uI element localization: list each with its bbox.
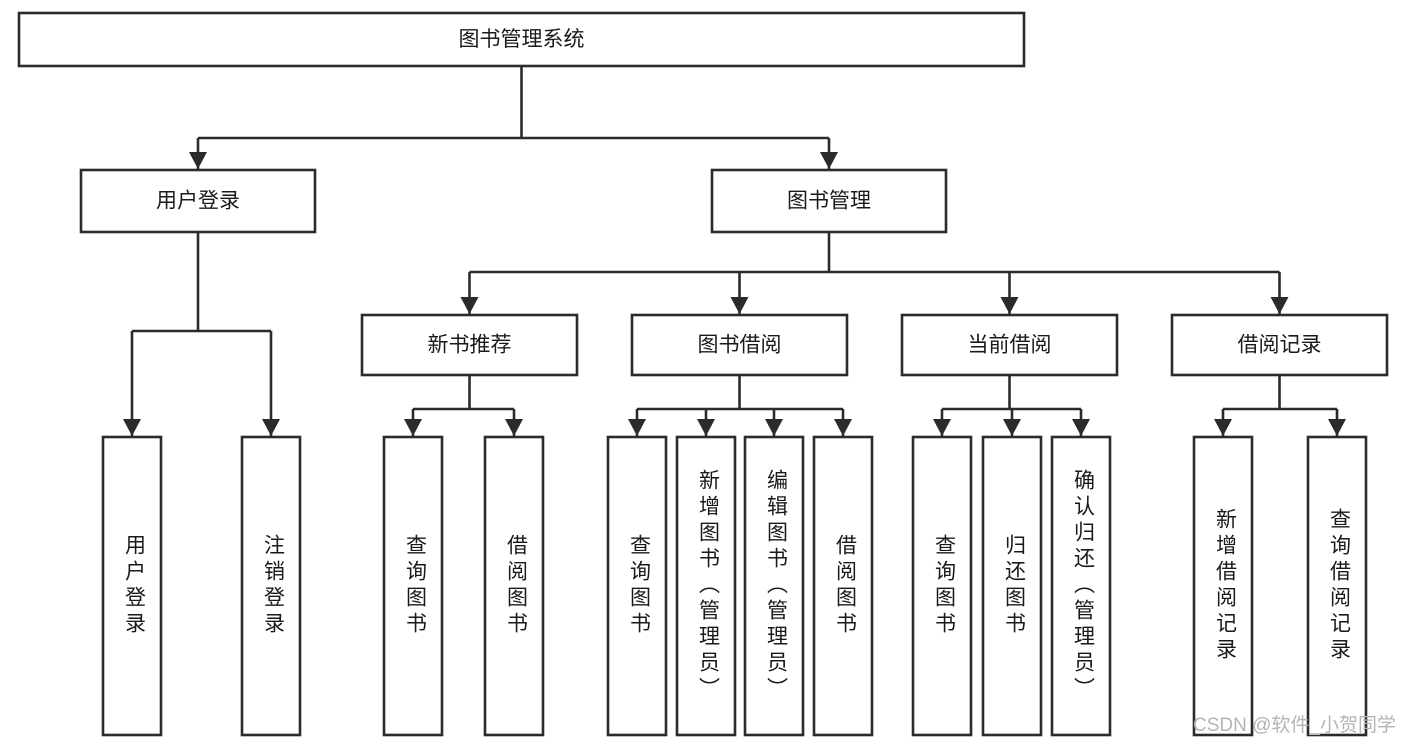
arrow-head-icon xyxy=(730,297,749,314)
node-leaf-10[interactable]: 确认归还（管理员） xyxy=(1050,435,1112,737)
arrow-head-icon xyxy=(505,419,523,436)
node-level3-0-label: 新书推荐 xyxy=(428,334,512,357)
node-level3-1[interactable]: 图书借阅 xyxy=(630,313,849,377)
node-level2-0[interactable]: 用户登录 xyxy=(79,168,317,234)
nodes-layer: 图书管理系统用户登录图书管理新书推荐图书借阅当前借阅借阅记录用户登录注销登录查询… xyxy=(17,11,1389,737)
node-level3-0-box[interactable] xyxy=(360,313,579,377)
node-root[interactable]: 图书管理系统 xyxy=(17,11,1026,68)
node-leaf-2[interactable]: 查询图书 xyxy=(382,435,444,737)
node-level2-0-box[interactable] xyxy=(79,168,317,234)
node-level2-1[interactable]: 图书管理 xyxy=(710,168,948,234)
arrow-head-icon xyxy=(1270,297,1289,314)
node-leaf-5[interactable]: 新增图书（管理员） xyxy=(675,435,737,737)
node-leaf-11-label: 新增借阅记录 xyxy=(1213,508,1237,664)
node-leaf-0-label: 用户登录 xyxy=(122,534,146,638)
node-level3-3[interactable]: 借阅记录 xyxy=(1170,313,1389,377)
node-leaf-4[interactable]: 查询图书 xyxy=(606,435,668,737)
node-leaf-9[interactable]: 归还图书 xyxy=(981,435,1043,737)
node-leaf-10-label: 确认归还（管理员） xyxy=(1071,469,1095,703)
arrow-head-icon xyxy=(834,419,852,436)
node-root-box[interactable] xyxy=(17,11,1026,68)
node-level2-0-label: 用户登录 xyxy=(156,190,240,213)
node-level3-0[interactable]: 新书推荐 xyxy=(360,313,579,377)
node-leaf-12-label: 查询借阅记录 xyxy=(1327,508,1351,664)
node-level3-1-label: 图书借阅 xyxy=(698,334,782,357)
arrow-head-icon xyxy=(460,297,479,314)
node-leaf-12[interactable]: 查询借阅记录 xyxy=(1306,435,1368,737)
node-leaf-3-box[interactable] xyxy=(483,435,545,737)
node-leaf-11[interactable]: 新增借阅记录 xyxy=(1192,435,1254,737)
node-leaf-6-box[interactable] xyxy=(743,435,805,737)
node-leaf-1-label: 注销登录 xyxy=(261,534,285,638)
node-leaf-8-box[interactable] xyxy=(911,435,973,737)
arrow-head-icon xyxy=(933,419,951,436)
node-leaf-8-label: 查询图书 xyxy=(932,534,956,638)
node-level3-2-box[interactable] xyxy=(900,313,1119,377)
node-leaf-12-box[interactable] xyxy=(1306,435,1368,737)
node-level2-1-box[interactable] xyxy=(710,168,948,234)
arrow-head-icon xyxy=(1003,419,1021,436)
node-leaf-5-label: 新增图书（管理员） xyxy=(696,469,720,703)
arrow-head-icon xyxy=(820,152,838,169)
arrow-head-icon xyxy=(765,419,783,436)
node-leaf-9-label: 归还图书 xyxy=(1002,534,1026,638)
arrow-head-icon xyxy=(123,419,141,436)
arrow-head-icon xyxy=(404,419,422,436)
node-leaf-3-label: 借阅图书 xyxy=(504,534,528,638)
arrow-head-icon xyxy=(262,419,280,436)
node-level3-1-box[interactable] xyxy=(630,313,849,377)
node-leaf-11-box[interactable] xyxy=(1192,435,1254,737)
node-leaf-8[interactable]: 查询图书 xyxy=(911,435,973,737)
node-leaf-10-box[interactable] xyxy=(1050,435,1112,737)
node-level3-2-label: 当前借阅 xyxy=(968,334,1052,357)
node-leaf-4-label: 查询图书 xyxy=(627,534,651,638)
node-leaf-6[interactable]: 编辑图书（管理员） xyxy=(743,435,805,737)
node-leaf-0-box[interactable] xyxy=(101,435,163,737)
node-leaf-2-box[interactable] xyxy=(382,435,444,737)
node-leaf-9-box[interactable] xyxy=(981,435,1043,737)
arrow-head-icon xyxy=(1214,419,1232,436)
connectors-layer xyxy=(123,66,1346,436)
node-leaf-1-box[interactable] xyxy=(240,435,302,737)
node-leaf-7-label: 借阅图书 xyxy=(833,534,857,638)
node-leaf-7[interactable]: 借阅图书 xyxy=(812,435,874,737)
arrow-head-icon xyxy=(1328,419,1346,436)
node-leaf-4-box[interactable] xyxy=(606,435,668,737)
watermark-label: CSDN @软件_小贺同学 xyxy=(1193,714,1396,736)
node-root-label: 图书管理系统 xyxy=(459,28,585,51)
node-leaf-1[interactable]: 注销登录 xyxy=(240,435,302,737)
arrow-head-icon xyxy=(1072,419,1090,436)
node-level2-1-label: 图书管理 xyxy=(787,190,871,213)
arrow-head-icon xyxy=(189,152,207,169)
node-leaf-3[interactable]: 借阅图书 xyxy=(483,435,545,737)
node-leaf-6-label: 编辑图书（管理员） xyxy=(764,469,788,703)
arrow-head-icon xyxy=(628,419,646,436)
node-leaf-7-box[interactable] xyxy=(812,435,874,737)
node-leaf-0[interactable]: 用户登录 xyxy=(101,435,163,737)
arrow-head-icon xyxy=(1000,297,1019,314)
arrow-head-icon xyxy=(697,419,715,436)
node-level3-3-label: 借阅记录 xyxy=(1238,334,1322,357)
node-leaf-2-label: 查询图书 xyxy=(403,534,427,638)
node-level3-3-box[interactable] xyxy=(1170,313,1389,377)
node-level3-2[interactable]: 当前借阅 xyxy=(900,313,1119,377)
node-leaf-5-box[interactable] xyxy=(675,435,737,737)
